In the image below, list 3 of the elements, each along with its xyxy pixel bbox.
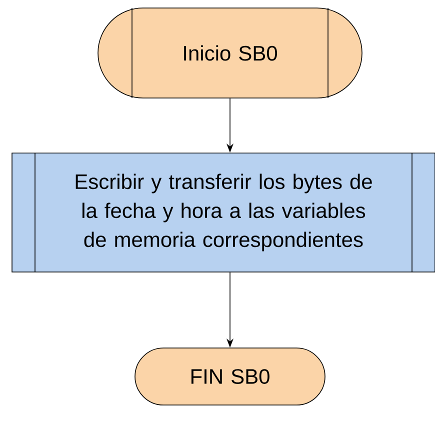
- start-terminator: Inicio SB0: [98, 8, 362, 98]
- end-terminator: FIN SB0: [134, 348, 326, 406]
- subroutine-box: Escribir y transferir los bytes de la fecha y hora a las variables de memoria correspondientes: [12, 152, 435, 272]
